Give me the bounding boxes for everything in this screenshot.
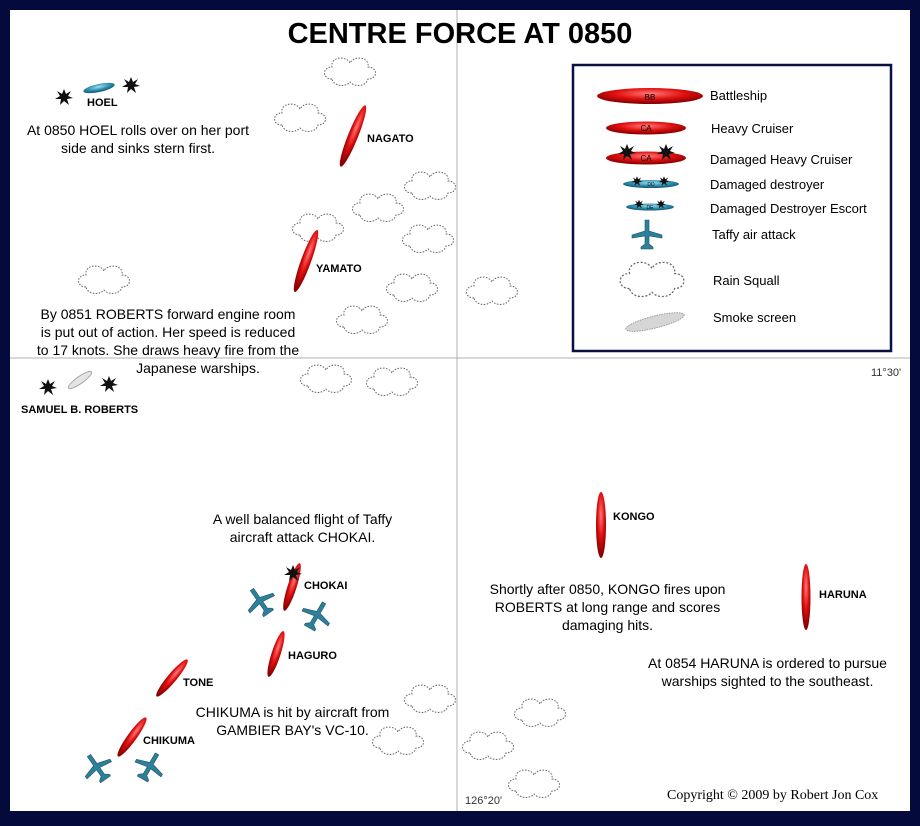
label-chokai: CHOKAI: [304, 580, 348, 592]
label-haruna: HARUNA: [819, 589, 867, 601]
note-kongo: Shortly after 0850, KONGO fires upon ROB…: [470, 580, 745, 634]
legend-symbol-de: DE: [647, 205, 655, 211]
note-line: At 0854 HARUNA is ordered to pursue: [648, 655, 887, 671]
ship-kongo: [596, 492, 606, 558]
legend-label-taffy-air-attack: Taffy air attack: [712, 227, 796, 242]
ship-chokai: [283, 563, 302, 611]
legend-label-rain-squall: Rain Squall: [713, 273, 780, 288]
note-line: Shortly after 0850, KONGO fires upon: [489, 581, 726, 597]
note-line: Japanese warships.: [136, 360, 260, 376]
note-haruna: At 0854 HARUNA is ordered to pursue wars…: [630, 654, 905, 690]
legend-label-damaged-destroyer: Damaged destroyer: [710, 177, 825, 192]
note-line: At 0850 HOEL rolls over on her port: [26, 122, 250, 138]
legend-label-damaged-destroyer-escort: Damaged Destroyer Escort: [710, 201, 867, 216]
ship-hoel: [55, 77, 140, 105]
ship-haguro: [267, 631, 285, 677]
label-kongo: KONGO: [613, 511, 655, 523]
note-line: GAMBIER BAY's VC-10.: [216, 722, 369, 738]
label-yamato: YAMATO: [316, 263, 362, 275]
label-nagato: NAGATO: [367, 133, 414, 145]
note-line: By 0851 ROBERTS forward engine room: [40, 306, 296, 322]
note-line: aircraft attack CHOKAI.: [229, 529, 376, 545]
note-line: is put out of action. Her speed is reduc…: [40, 324, 296, 340]
ship-chikuma: [117, 717, 147, 757]
ship-haruna: [801, 564, 811, 630]
copyright: Copyright © 2009 by Robert Jon Cox: [667, 788, 879, 803]
legend-battleship-symbol: [597, 88, 703, 104]
legend-heavy-cruiser-symbol: [606, 121, 686, 135]
note-line: A well balanced flight of Taffy: [212, 511, 393, 527]
latitude-label: 11°30': [871, 367, 902, 379]
label-chikuma: CHIKUMA: [143, 735, 195, 747]
note-line: ROBERTS at long range and scores: [494, 599, 721, 615]
label-samuel-b-roberts: SAMUEL B. ROBERTS: [21, 404, 139, 416]
ship-yamato: [293, 229, 319, 293]
note-chikuma: CHIKUMA is hit by aircraft from GAMBIER …: [180, 703, 405, 739]
note-line: to 17 knots. She draws heavy fire from t…: [36, 342, 300, 358]
legend-label-damaged-heavy-cruiser: Damaged Heavy Cruiser: [710, 152, 853, 167]
note-line: damaging hits.: [561, 617, 654, 633]
legend-symbol-bb: BB: [645, 93, 656, 102]
smoke-screen-icon: [625, 312, 685, 332]
label-haguro: HAGURO: [288, 650, 337, 662]
label-hoel: HOEL: [87, 97, 118, 109]
ship-nagato: [339, 105, 367, 167]
note-line: side and sinks stern first.: [60, 140, 216, 156]
ship-samuel-b-roberts: [39, 371, 118, 395]
legend-symbol-ca: CA: [640, 154, 652, 163]
note-taffy: A well balanced flight of Taffy aircraft…: [190, 510, 415, 546]
legend: BB CA CA DD DE: [571, 63, 893, 353]
legend-label-heavy-cruiser: Heavy Cruiser: [711, 121, 794, 136]
legend-label-battleship: Battleship: [710, 88, 768, 103]
longitude-label: 126°20': [465, 795, 503, 807]
legend-label-smoke-screen: Smoke screen: [713, 310, 797, 325]
note-hoel: At 0850 HOEL rolls over on her port side…: [18, 121, 258, 157]
note-line: warships sighted to the southeast.: [661, 673, 874, 689]
label-tone: TONE: [183, 677, 214, 689]
note-line: CHIKUMA is hit by aircraft from: [195, 704, 390, 720]
legend-symbol-dd: DD: [647, 182, 655, 188]
legend-symbol-ca: CA: [640, 124, 652, 133]
map-title: CENTRE FORCE AT 0850: [287, 18, 633, 50]
ship-tone: [156, 659, 188, 697]
note-roberts: By 0851 ROBERTS forward engine room is p…: [18, 305, 318, 377]
